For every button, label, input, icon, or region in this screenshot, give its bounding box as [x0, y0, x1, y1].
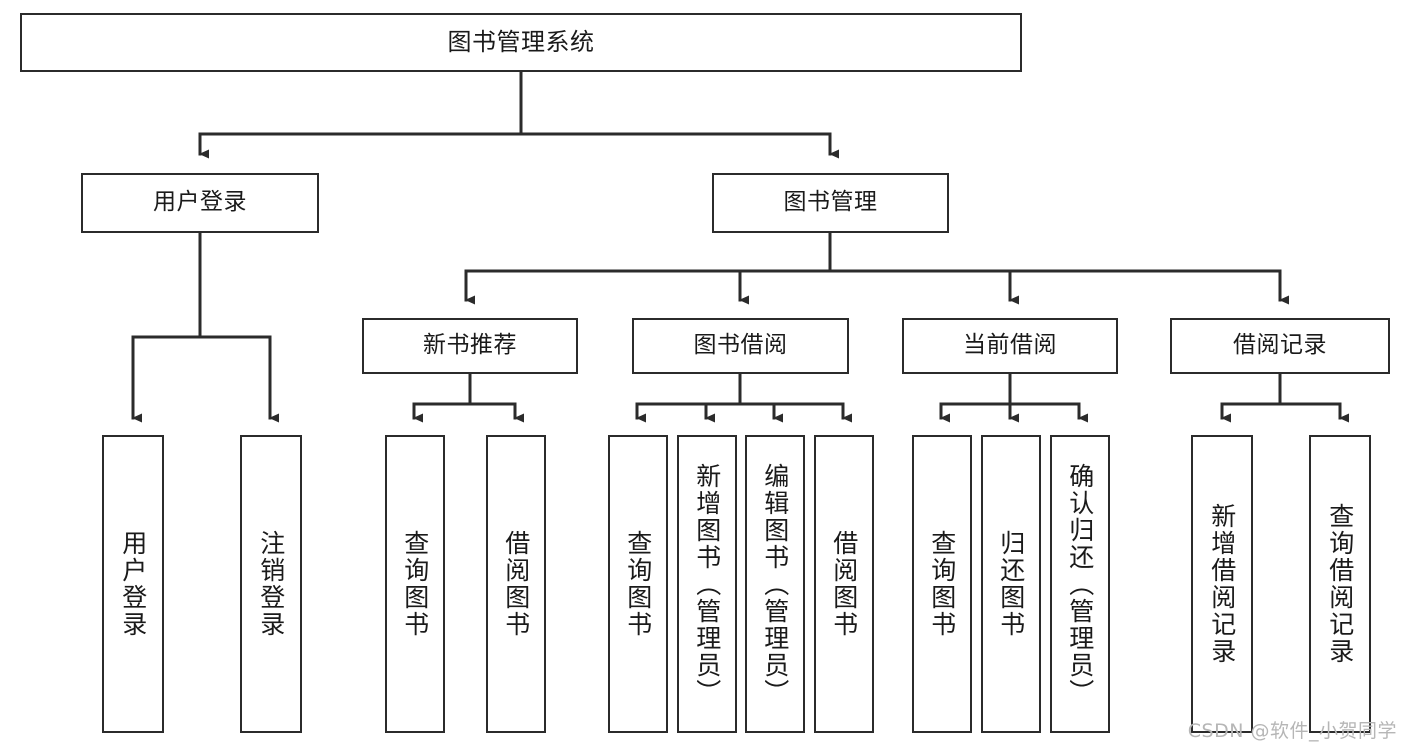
node-label: 当前借阅 — [963, 332, 1057, 359]
node-label: 归还图书 — [996, 530, 1026, 638]
node-book-borrow[interactable]: 图书借阅 — [632, 318, 849, 374]
node-label: 新增图书（管理员） — [692, 462, 722, 706]
leaf-borrow-book-new-recommend[interactable]: 借阅图书 — [486, 435, 546, 733]
node-borrow-record[interactable]: 借阅记录 — [1170, 318, 1390, 374]
node-label: 查询图书 — [927, 530, 957, 638]
leaf-user-login[interactable]: 用户登录 — [102, 435, 164, 733]
node-label: 图书借阅 — [693, 332, 788, 359]
leaf-edit-book-admin[interactable]: 编辑图书（管理员） — [745, 435, 805, 733]
leaf-borrow-book-borrow[interactable]: 借阅图书 — [814, 435, 874, 733]
node-book-management-system[interactable]: 图书管理系统 — [20, 13, 1022, 72]
node-label: 新书推荐 — [423, 332, 517, 359]
node-label: 查询图书 — [623, 530, 653, 638]
node-new-book-recommend[interactable]: 新书推荐 — [362, 318, 578, 374]
node-label: 用户登录 — [118, 530, 148, 638]
leaf-return-book[interactable]: 归还图书 — [981, 435, 1041, 733]
leaf-query-book-borrow[interactable]: 查询图书 — [608, 435, 668, 733]
node-user-login[interactable]: 用户登录 — [81, 173, 319, 233]
leaf-confirm-return-admin[interactable]: 确认归还（管理员） — [1050, 435, 1110, 733]
node-label: 查询图书 — [400, 530, 430, 638]
node-label: 借阅记录 — [1233, 332, 1327, 359]
leaf-logout-login[interactable]: 注销登录 — [240, 435, 302, 733]
node-label: 图书管理系统 — [447, 28, 595, 57]
node-label: 新增借阅记录 — [1207, 503, 1237, 665]
node-book-manage[interactable]: 图书管理 — [712, 173, 949, 233]
node-label: 用户登录 — [153, 189, 247, 216]
node-label: 借阅图书 — [829, 530, 859, 638]
node-label: 注销登录 — [256, 530, 286, 638]
leaf-add-book-admin[interactable]: 新增图书（管理员） — [677, 435, 737, 733]
node-label: 图书管理 — [783, 189, 878, 216]
leaf-query-book-current[interactable]: 查询图书 — [912, 435, 972, 733]
node-label: 查询借阅记录 — [1325, 503, 1355, 665]
leaf-query-borrow-record[interactable]: 查询借阅记录 — [1309, 435, 1371, 733]
node-label: 确认归还（管理员） — [1065, 462, 1095, 706]
node-label: 借阅图书 — [501, 530, 531, 638]
node-label: 编辑图书（管理员） — [760, 462, 790, 706]
leaf-add-borrow-record[interactable]: 新增借阅记录 — [1191, 435, 1253, 733]
leaf-query-book-new-recommend[interactable]: 查询图书 — [385, 435, 445, 733]
node-current-borrow[interactable]: 当前借阅 — [902, 318, 1118, 374]
